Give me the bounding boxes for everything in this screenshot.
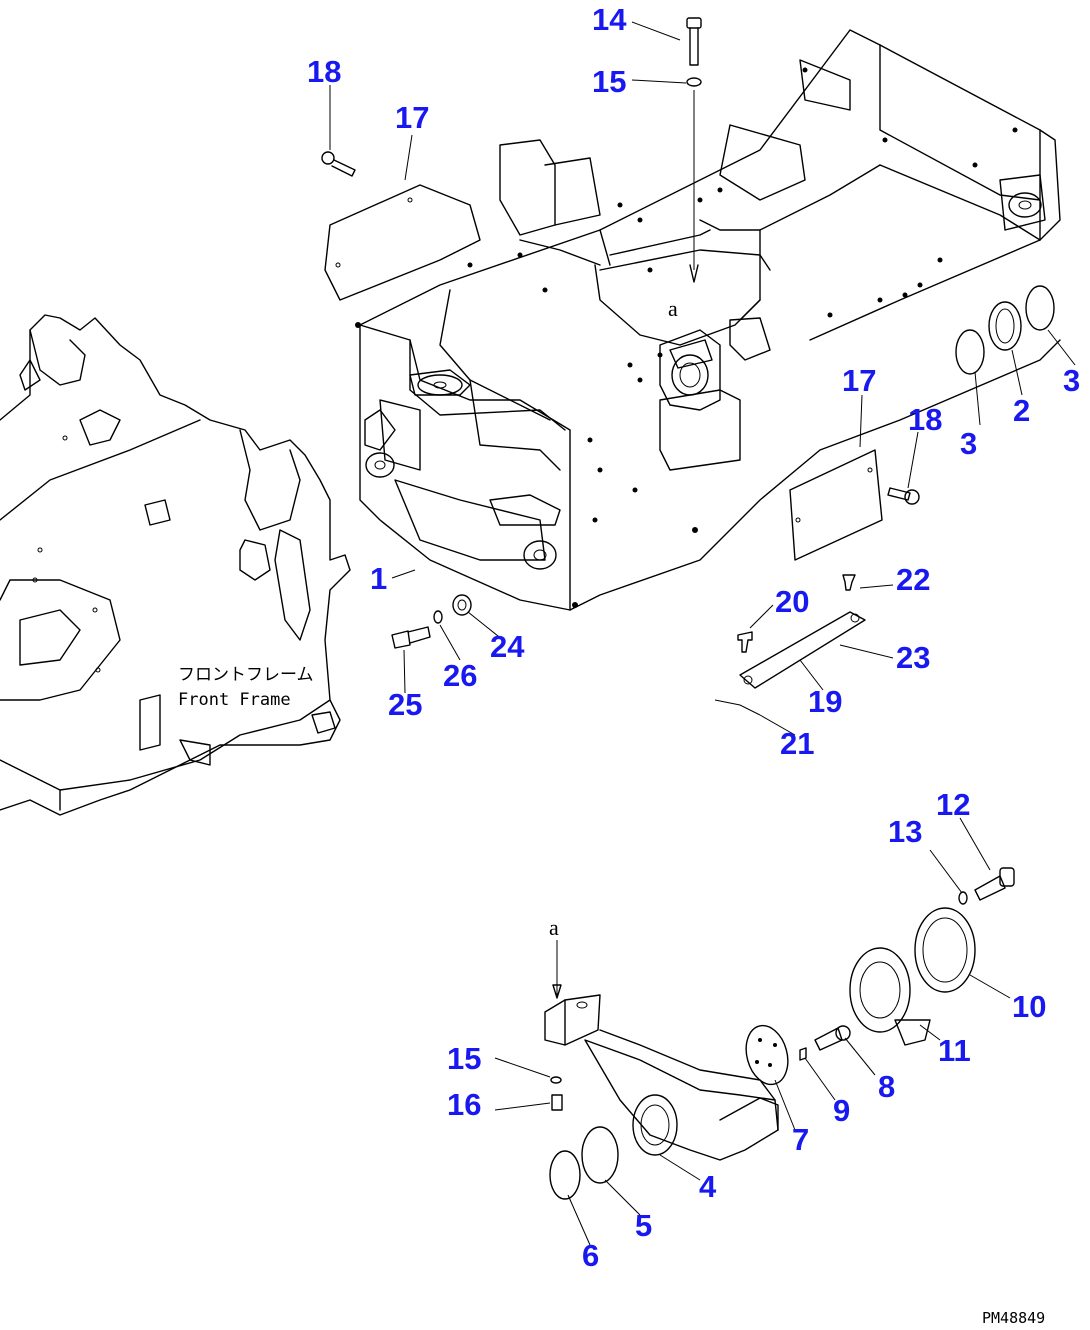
callout-25[interactable]: 25 xyxy=(388,687,422,722)
callout-9[interactable]: 9 xyxy=(833,1093,850,1128)
lock-strap-19 xyxy=(714,574,866,716)
callout-2[interactable]: 2 xyxy=(1013,393,1030,428)
cover-plate-right xyxy=(789,449,883,561)
callout-16[interactable]: 16 xyxy=(447,1087,481,1122)
leader-lines xyxy=(329,21,1076,1246)
rear-cap-assembly xyxy=(745,867,1015,1086)
callout-24[interactable]: 24 xyxy=(490,629,525,664)
callout-15-bottom[interactable]: 15 xyxy=(447,1041,481,1076)
drawing-number: PM48849 xyxy=(982,1309,1045,1327)
callout-20[interactable]: 20 xyxy=(775,584,809,619)
bolt-14 xyxy=(686,17,702,283)
callout-7[interactable]: 7 xyxy=(792,1122,809,1157)
front-frame-label-jp: フロントフレーム xyxy=(178,665,314,685)
callout-23[interactable]: 23 xyxy=(896,640,930,675)
callout-21[interactable]: 21 xyxy=(780,726,814,761)
callout-8[interactable]: 8 xyxy=(878,1069,895,1104)
callout-labels: 1 2 3 3 4 5 6 7 8 9 10 11 12 13 14 15 15… xyxy=(307,2,1080,1273)
view-marker-a-upper: a xyxy=(668,296,678,321)
callout-5[interactable]: 5 xyxy=(635,1208,652,1243)
callout-3-outer[interactable]: 3 xyxy=(1063,363,1080,398)
callout-6[interactable]: 6 xyxy=(582,1238,599,1273)
bushing-24 xyxy=(452,594,472,616)
rear-frame-drawing xyxy=(355,29,1061,611)
callout-11[interactable]: 11 xyxy=(938,1033,971,1068)
callout-18-left[interactable]: 18 xyxy=(307,54,341,89)
callout-19[interactable]: 19 xyxy=(808,684,842,719)
callout-14[interactable]: 14 xyxy=(592,2,627,37)
callout-12[interactable]: 12 xyxy=(936,787,970,822)
callout-10[interactable]: 10 xyxy=(1012,989,1046,1024)
seal-rings-right xyxy=(955,285,1055,375)
center-pin-assembly xyxy=(544,940,779,1200)
washer-26 xyxy=(433,610,443,624)
callout-18-right[interactable]: 18 xyxy=(908,402,942,437)
bolt-18-right xyxy=(887,487,920,505)
front-frame-label-en: Front Frame xyxy=(178,690,291,710)
bolt-25 xyxy=(391,626,431,649)
front-frame-drawing xyxy=(0,314,351,816)
callout-1[interactable]: 1 xyxy=(370,561,387,596)
callout-17-right[interactable]: 17 xyxy=(842,363,876,398)
callout-4[interactable]: 4 xyxy=(699,1169,717,1204)
callout-17-left[interactable]: 17 xyxy=(395,100,429,135)
callout-13[interactable]: 13 xyxy=(888,814,922,849)
callout-26[interactable]: 26 xyxy=(443,658,477,693)
bolt-18-left xyxy=(321,151,356,177)
callout-15-top[interactable]: 15 xyxy=(592,64,626,99)
callout-3-inner[interactable]: 3 xyxy=(960,426,977,461)
callout-22[interactable]: 22 xyxy=(896,562,930,597)
cover-plate-left xyxy=(324,184,481,301)
view-marker-a-lower: a xyxy=(549,915,559,940)
